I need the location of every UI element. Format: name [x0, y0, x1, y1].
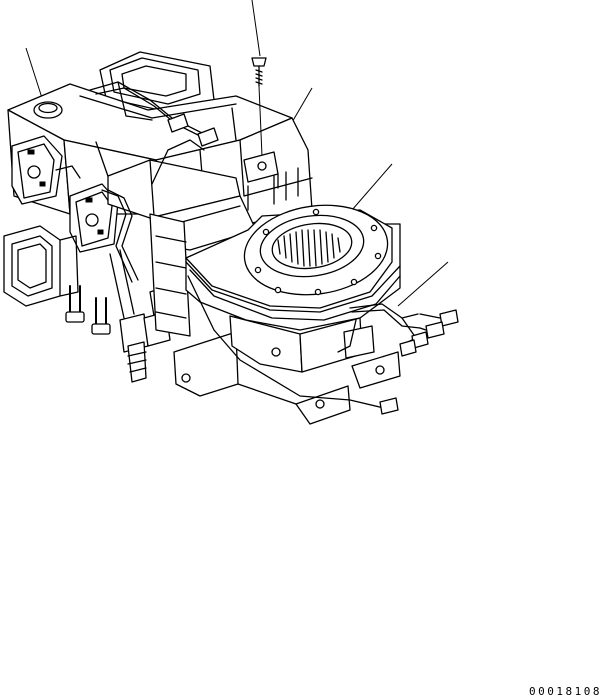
- leader-harness: [398, 262, 448, 306]
- fan-blades: [278, 230, 340, 266]
- drawing-number: 00018108: [529, 685, 602, 698]
- side-duct-outlet: [4, 226, 78, 306]
- lower-frame: [150, 214, 400, 424]
- leader-screw: [252, 0, 260, 56]
- heater-core: [108, 160, 256, 250]
- blower-motor: [186, 196, 400, 372]
- mounting-screw: [252, 58, 266, 156]
- wiring-harness: [90, 82, 458, 414]
- leader-heater-case: [26, 48, 42, 98]
- control-switch-lower: [70, 184, 118, 252]
- leader-blower: [352, 164, 392, 210]
- control-switch-upper: [12, 136, 80, 204]
